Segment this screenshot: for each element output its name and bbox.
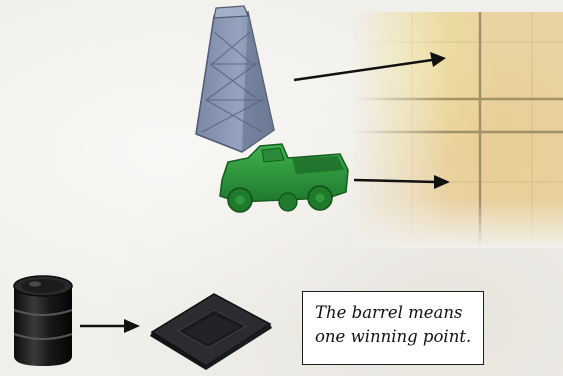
caption-line-2: one winning point. [315, 327, 472, 346]
arrow-truck-to-board [353, 175, 450, 189]
oil-derrick-piece [195, 5, 275, 153]
barrel-piece [13, 275, 73, 366]
square-tile-piece [150, 293, 272, 370]
board-fade [352, 200, 563, 248]
board-fragment [352, 12, 563, 244]
truck-piece [219, 143, 349, 213]
caption-line-1: The barrel means [315, 303, 463, 322]
arrow-barrel-to-tile [80, 319, 140, 333]
arrow-derrick-to-board [293, 52, 446, 82]
rule-caption-box: The barrel means one winning point. [302, 291, 484, 365]
